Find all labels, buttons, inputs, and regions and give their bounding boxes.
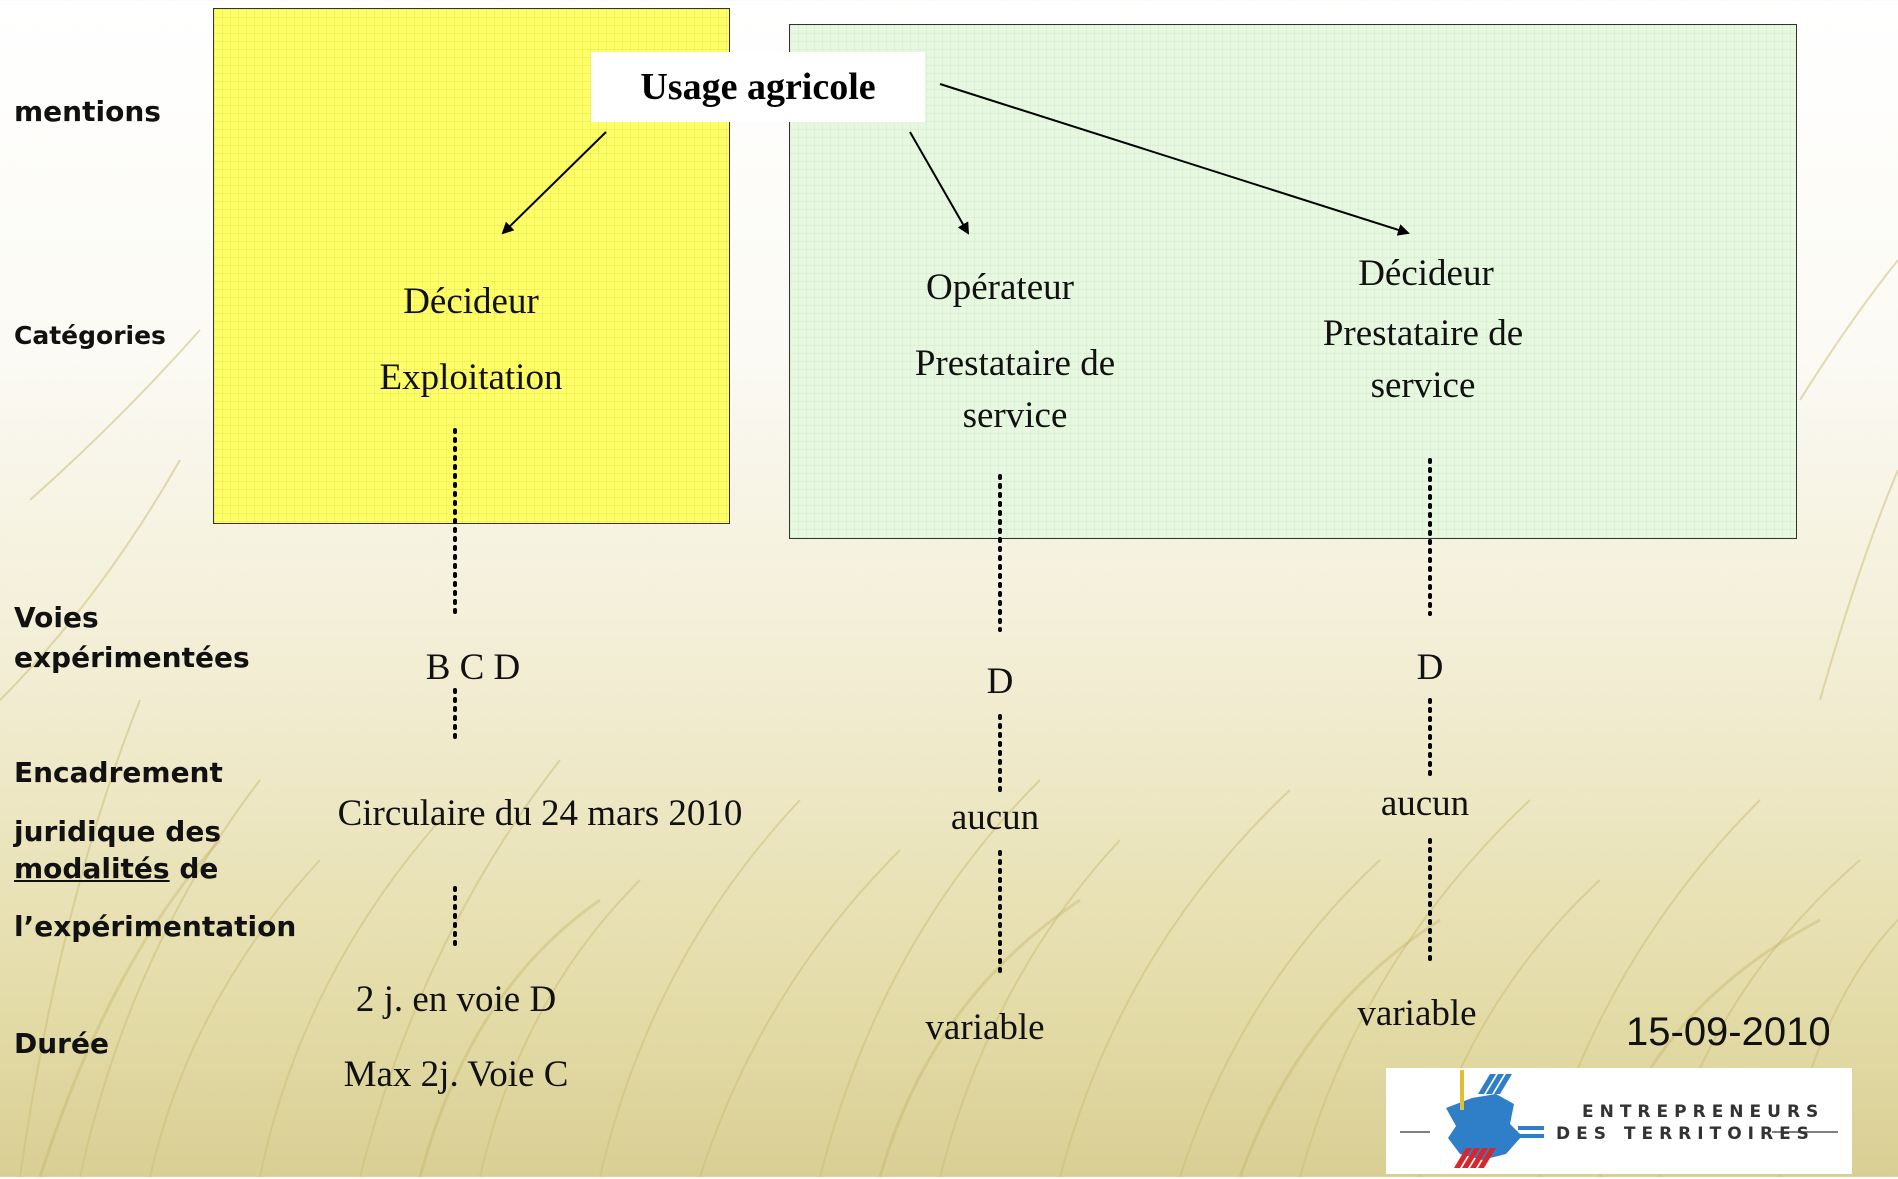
row-label-voies-1: Voies: [14, 601, 99, 634]
row-label-encadrement-2: juridique des: [14, 815, 221, 848]
col1-voies: B C D: [425, 647, 521, 688]
col1-duree-2: Max 2j. Voie C: [343, 1054, 569, 1095]
usage-agricole-text: Usage agricole: [640, 66, 876, 108]
col1-category-1: Décideur: [403, 281, 539, 322]
col1-category-2: Exploitation: [379, 357, 563, 398]
france-map-icon: [1400, 1070, 1838, 1168]
col3-voies: D: [1416, 647, 1444, 688]
col2-voies: D: [986, 661, 1014, 702]
row-label-categories: Catégories: [14, 321, 166, 350]
row-label-modalites: modalités: [14, 852, 170, 885]
col3-category-2: Prestataire de: [1322, 313, 1524, 354]
col3-category-1: Décideur: [1358, 253, 1494, 294]
row-label-de: de: [169, 852, 219, 885]
col3-duree: variable: [1357, 993, 1477, 1034]
exploitation-box: [213, 8, 730, 524]
row-label-encadrement-3: modalités de: [14, 852, 219, 885]
col1-duree-1: 2 j. en voie D: [355, 979, 557, 1020]
logo-text-line1: ENTREPRENEURS: [1582, 1102, 1825, 1122]
row-label-mentions: mentions: [14, 95, 161, 128]
entrepreneurs-des-territoires-logo: ENTREPRENEURS DES TERRITOIRES: [1386, 1068, 1852, 1174]
col2-category-2: Prestataire de: [914, 343, 1116, 384]
col1-encadrement: Circulaire du 24 mars 2010: [337, 793, 743, 834]
date-label: 15-09-2010: [1626, 1010, 1831, 1054]
usage-agricole-label: Usage agricole: [591, 52, 925, 122]
col2-duree: variable: [925, 1007, 1045, 1048]
logo-text-line2: DES TERRITOIRES: [1556, 1124, 1815, 1144]
col3-category-3: service: [1370, 365, 1476, 406]
col2-category-1: Opérateur: [926, 267, 1074, 308]
col2-category-3: service: [962, 395, 1068, 436]
row-label-voies-2: expérimentées: [14, 641, 250, 674]
row-label-encadrement-4: l’expérimentation: [14, 910, 297, 943]
col2-encadrement: aucun: [950, 797, 1040, 838]
row-label-duree: Durée: [14, 1027, 109, 1060]
row-label-encadrement-1: Encadrement: [14, 756, 223, 789]
col3-encadrement: aucun: [1380, 783, 1470, 824]
